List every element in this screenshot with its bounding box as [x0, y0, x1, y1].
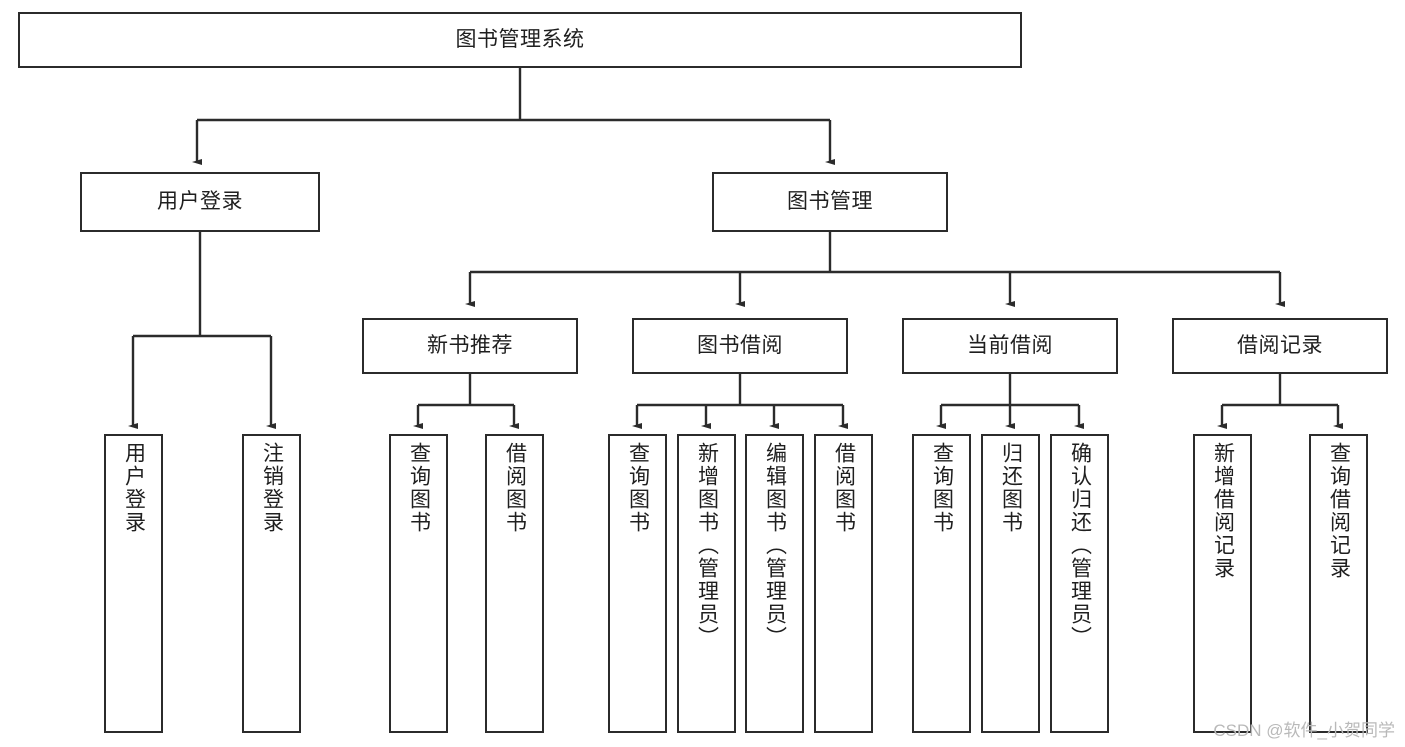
leaf-current-return-book[interactable]: 归还图书	[981, 434, 1040, 733]
node-label: 查询图书	[407, 442, 431, 534]
node-label: 归还图书	[999, 442, 1023, 534]
node-user-login[interactable]: 用户登录	[80, 172, 320, 232]
csdn-watermark: CSDN @软件_小贺同学	[1213, 721, 1395, 740]
node-book-management[interactable]: 图书管理	[712, 172, 948, 232]
node-label: 图书管理系统	[455, 27, 585, 51]
node-label: 查询图书	[930, 442, 954, 534]
leaf-user-logout[interactable]: 注销登录	[242, 434, 301, 733]
leaf-borrow-edit-book-admin[interactable]: 编辑图书（管理员）	[745, 434, 804, 733]
leaf-user-login[interactable]: 用户登录	[104, 434, 163, 733]
node-label: 借阅记录	[1237, 333, 1323, 357]
leaf-borrow-add-book-admin[interactable]: 新增图书（管理员）	[677, 434, 736, 733]
node-label: 查询借阅记录	[1327, 442, 1351, 580]
node-label: 注销登录	[260, 442, 284, 534]
leaf-current-query-book[interactable]: 查询图书	[912, 434, 971, 733]
node-label: 用户登录	[122, 442, 146, 534]
node-borrow-record[interactable]: 借阅记录	[1172, 318, 1388, 374]
node-label: 图书管理	[787, 189, 873, 213]
node-root-book-management-system[interactable]: 图书管理系统	[18, 12, 1022, 68]
node-current-borrow[interactable]: 当前借阅	[902, 318, 1118, 374]
leaf-newbook-query-book[interactable]: 查询图书	[389, 434, 448, 733]
node-label: 查询图书	[626, 442, 650, 534]
node-label: 当前借阅	[967, 333, 1053, 357]
leaf-newbook-borrow-book[interactable]: 借阅图书	[485, 434, 544, 733]
node-label: 借阅图书	[832, 442, 856, 534]
leaf-record-query-record[interactable]: 查询借阅记录	[1309, 434, 1368, 733]
node-label: 借阅图书	[503, 442, 527, 534]
node-label: 图书借阅	[697, 333, 783, 357]
node-label: 确认归还（管理员）	[1068, 442, 1092, 649]
node-label: 新书推荐	[427, 333, 513, 357]
node-label: 用户登录	[157, 189, 243, 213]
node-label: 编辑图书（管理员）	[763, 442, 787, 649]
leaf-borrow-query-book[interactable]: 查询图书	[608, 434, 667, 733]
node-new-book-recommend[interactable]: 新书推荐	[362, 318, 578, 374]
leaf-borrow-lend-book[interactable]: 借阅图书	[814, 434, 873, 733]
node-label: 新增借阅记录	[1211, 442, 1235, 580]
leaf-current-confirm-return-admin[interactable]: 确认归还（管理员）	[1050, 434, 1109, 733]
node-book-borrow[interactable]: 图书借阅	[632, 318, 848, 374]
leaf-record-add-record[interactable]: 新增借阅记录	[1193, 434, 1252, 733]
node-label: 新增图书（管理员）	[695, 442, 719, 649]
